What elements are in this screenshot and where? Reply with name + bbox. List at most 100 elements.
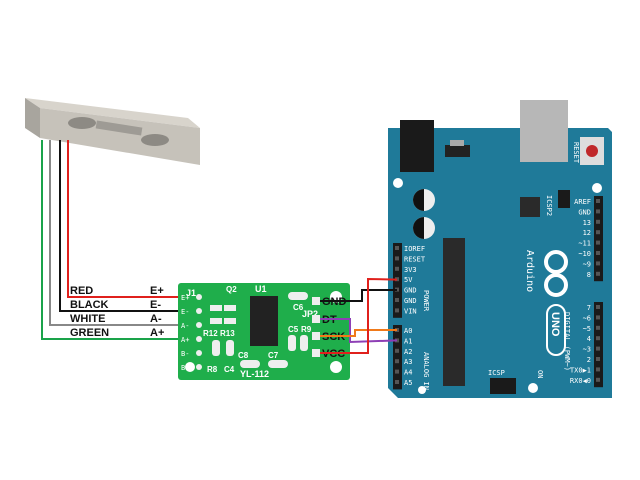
arduino-pin-label: ~3 (583, 346, 591, 354)
wire-vcc-to-5v (320, 277, 398, 354)
icsp-label: ICSP (488, 369, 505, 377)
arduino-pin-label: 8 (587, 271, 591, 279)
component-label: C5 (288, 325, 299, 334)
arduino-pin (596, 346, 600, 351)
arduino-pin-label: ~11 (578, 240, 591, 248)
wire-color-label: RED (70, 285, 93, 297)
component-label: C6 (293, 303, 304, 312)
arduino-pin (596, 230, 600, 235)
wire-signal-label: E+ (150, 285, 164, 297)
wire-sck-to-a0 (320, 329, 397, 337)
arduino-pin (596, 251, 600, 255)
wire-white (49, 140, 196, 326)
arduino-pin (596, 357, 600, 361)
wire-signal-label: E- (150, 299, 161, 311)
arduino-pin (596, 305, 600, 309)
on-label: ON (536, 370, 544, 378)
microcontroller (443, 238, 465, 386)
arduino-pin (596, 367, 600, 372)
arduino-pin (596, 377, 600, 382)
digital-label: DIGITAL (PWM~) (563, 312, 571, 371)
component-label: R8 (207, 365, 218, 374)
arduino-pin-label: ~5 (583, 325, 591, 333)
arduino-pin-label: A5 (404, 379, 412, 387)
model-label: YL-112 (240, 369, 269, 379)
arduino-pin-label: 13 (583, 219, 591, 227)
arduino-pin-label: GND (404, 297, 417, 305)
arduino-pin (395, 308, 399, 313)
arduino-pin (395, 298, 399, 302)
icsp2-label: ICSP2 (545, 195, 553, 216)
arduino-pin-label: 3V3 (404, 266, 417, 274)
hx711-input-pin (196, 308, 202, 314)
arduino-pin (596, 315, 600, 320)
arduino-pin-label: A0 (404, 327, 412, 335)
brand-label: Arduino (524, 250, 535, 292)
load-cell (25, 98, 200, 165)
arduino-pin-label: ~9 (583, 260, 591, 268)
hx711-input-pin-label: E- (181, 308, 189, 316)
hx711-input-pin (196, 294, 202, 300)
arduino-pin (596, 261, 600, 266)
component-label: Q2 (226, 285, 237, 294)
arduino-pin-label: GND (578, 208, 591, 216)
hx711-chip (250, 296, 278, 346)
wire-dt-to-a1 (320, 318, 398, 344)
arduino-pin-label: AREF (574, 198, 591, 206)
arduino-pin-label: 12 (583, 229, 591, 237)
arduino-pin-label: VIN (404, 307, 417, 315)
component-label: R12 (203, 329, 218, 338)
wire-gnd-to-gnd (320, 289, 397, 302)
wire-green (41, 140, 196, 340)
wire-color-label: GREEN (70, 327, 109, 339)
component-label: C4 (224, 365, 235, 374)
arduino-pin-label: A4 (404, 369, 412, 377)
arduino-pin-label: TX0▶1 (570, 366, 591, 374)
arduino-pin (596, 199, 600, 203)
arduino-pin-label: GND (404, 287, 417, 295)
component-label: C8 (238, 351, 249, 360)
analog-label: ANALOG IN (422, 352, 430, 390)
component-label: R13 (220, 329, 235, 338)
hx711-output-pin (312, 297, 320, 305)
arduino-pin (596, 209, 600, 214)
hx711-input-pin-label: B- (181, 350, 189, 358)
arduino-logo: UNO Arduino (524, 250, 568, 356)
hx711-output-pin (312, 315, 320, 323)
wire-signal-label: A+ (150, 327, 164, 339)
power-jack (400, 120, 434, 172)
arduino-pin-label: A2 (404, 348, 412, 356)
hx711-input-pin (196, 364, 202, 370)
hx711-input-pin-label: B+ (181, 364, 189, 372)
connection-wires (320, 277, 398, 354)
hx711-input-pin-label: A- (181, 322, 189, 330)
hx711-output-pin (312, 332, 320, 340)
arduino-pin (596, 271, 600, 276)
arduino-pin-label: IOREF (404, 245, 425, 253)
power-label: POWER (422, 290, 430, 312)
usb-port (520, 100, 568, 162)
header-label: J1 (186, 288, 196, 298)
hx711-input-pin-label: A+ (181, 336, 189, 344)
component-label: R9 (301, 325, 312, 334)
arduino-pin (596, 325, 600, 330)
hx711-input-pin (196, 322, 202, 328)
wire-color-label: WHITE (70, 313, 105, 325)
hx711-output-pin (312, 349, 320, 357)
arduino-pin (395, 266, 399, 271)
arduino-pin-label: 4 (587, 335, 591, 343)
wire-black (59, 140, 196, 312)
arduino-pin-label: RX0◀0 (570, 377, 591, 385)
hx711-input-pin-label: E+ (181, 294, 189, 302)
arduino-uno-board: RESET UNO Arduino IOREFRESET3V35VGNDGNDV… (388, 100, 612, 398)
chip-label: U1 (255, 284, 267, 294)
wire-color-label: BLACK (70, 299, 109, 311)
arduino-pin (395, 348, 399, 353)
wire-red (67, 140, 196, 298)
model-label: UNO (549, 312, 561, 337)
arduino-pin (596, 240, 600, 245)
